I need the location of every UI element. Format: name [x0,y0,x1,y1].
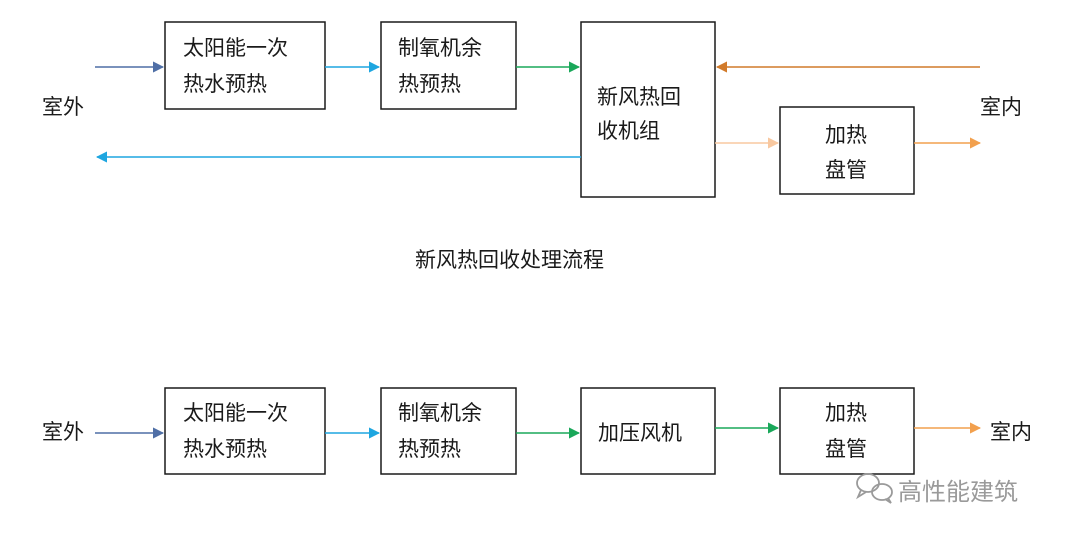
d1-outdoor-label: 室外 [42,95,84,119]
d1-heating-coil-line1: 加热 [825,123,867,147]
diagram-2-pressurized-flow: 室外 室内 太阳能一次 热水预热 制氧机余 热预热 加压风机 加热 盘管 [42,387,1032,475]
d1-oxygen-heat-line2: 热预热 [398,72,461,96]
d1-heat-recovery-unit-box [580,21,716,198]
d1-solar-preheat-line1: 太阳能一次 [183,36,288,60]
d1-heating-coil-box [779,106,915,195]
d2-solar-preheat-box [164,387,326,475]
d1-indoor-label: 室内 [980,95,1022,119]
d2-indoor-label: 室内 [990,420,1032,444]
d2-solar-preheat-line1: 太阳能一次 [183,401,288,425]
d2-heating-coil-line2: 盘管 [825,437,867,461]
d2-heating-coil-line1: 加热 [825,401,867,425]
d2-oxygen-heat-line1: 制氧机余 [398,401,482,425]
d1-oxygen-heat-line1: 制氧机余 [398,36,482,60]
d1-heat-recovery-line2: 收机组 [597,119,660,143]
d1-oxygen-heat-box [380,21,517,110]
d2-heating-coil-box [779,387,915,475]
watermark: 高性能建筑 [856,473,1018,506]
d1-caption: 新风热回收处理流程 [415,248,604,272]
d2-outdoor-label: 室外 [42,420,84,444]
d2-booster-fan-label: 加压风机 [598,421,682,445]
wechat-icon [856,473,893,504]
watermark-text: 高性能建筑 [898,478,1018,506]
d2-solar-preheat-line2: 热水预热 [183,437,267,461]
d1-heating-coil-line2: 盘管 [825,158,867,182]
d1-solar-preheat-line2: 热水预热 [183,72,267,96]
d2-oxygen-heat-box [380,387,517,475]
d1-solar-preheat-box [164,21,326,110]
diagram-1-heat-recovery: 室外 室内 太阳能一次 热水预热 制氧机余 热预热 新风热回 收机组 加热 盘管… [42,21,1022,272]
d1-heat-recovery-line1: 新风热回 [597,85,681,109]
d2-oxygen-heat-line2: 热预热 [398,437,461,461]
d2-booster-fan-box [580,387,716,475]
